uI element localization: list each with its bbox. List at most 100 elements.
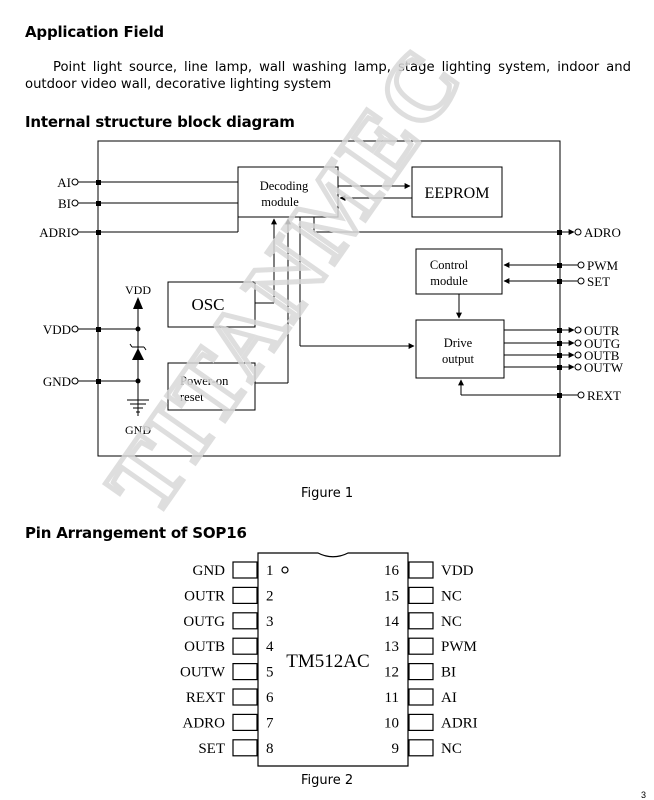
pin-bi-label: BI <box>58 196 71 211</box>
right-pin-10: 10 ADRI <box>384 713 478 732</box>
right-pin-name: ADRI <box>441 715 478 731</box>
pin-vdd-label: VDD <box>43 322 71 337</box>
left-pin-name: REXT <box>186 690 225 706</box>
left-pin-number: 3 <box>266 614 274 630</box>
control-label-2: module <box>430 274 468 288</box>
left-pin-name: OUTR <box>184 588 225 604</box>
application-field-heading: Application Field <box>25 23 164 41</box>
right-pin-name: VDD <box>441 563 474 579</box>
application-field-text: Point light source, line lamp, wall wash… <box>25 60 631 92</box>
right-pin-number: 15 <box>384 588 399 604</box>
right-pin-name: NC <box>441 588 462 604</box>
left-pin-name: GND <box>193 563 226 579</box>
pin-adro-label: ADRO <box>584 225 621 240</box>
left-pin-number: 5 <box>266 665 274 681</box>
pin-arrangement-heading: Pin Arrangement of SOP16 <box>25 524 247 542</box>
left-pin-1: GND 1 <box>193 561 274 579</box>
pin-adri-label: ADRI <box>39 225 71 240</box>
decoding-module-box <box>237 166 339 218</box>
right-pin-11: 11 AI <box>385 688 457 706</box>
pin-lead <box>232 713 258 732</box>
pin-pwm-label: PWM <box>587 258 619 273</box>
pin-lead <box>232 662 258 681</box>
pin-lead <box>408 739 434 757</box>
page-number: 3 <box>640 790 646 800</box>
pin-outb-label: OUTB <box>584 348 620 363</box>
decoding-label-2: module <box>261 195 299 209</box>
pin-lead <box>232 637 258 655</box>
figure2-caption: Figure 2 <box>301 773 354 788</box>
right-pin-9: 9 NC <box>392 739 462 757</box>
left-pin-name: SET <box>198 741 225 757</box>
right-pin-name: NC <box>441 741 462 757</box>
pin-lead <box>408 561 434 579</box>
decoding-label-1: Decoding <box>260 179 309 193</box>
pin-lead <box>408 586 434 605</box>
left-pin-name: ADRO <box>182 715 225 731</box>
left-pin-number: 8 <box>266 741 274 757</box>
right-pin-15: 15 NC <box>384 586 462 605</box>
pin-lead <box>232 586 258 605</box>
pin-ai-label: AI <box>57 175 71 190</box>
right-pin-name: PWM <box>441 639 477 655</box>
left-pin-number: 7 <box>266 715 274 731</box>
control-label-1: Control <box>430 258 469 272</box>
left-pin-name: OUTG <box>183 614 225 630</box>
right-pin-name: AI <box>441 690 457 706</box>
osc-box <box>167 281 256 328</box>
right-pin-number: 11 <box>385 690 399 706</box>
right-pin-name: NC <box>441 614 462 630</box>
drive-output-box <box>415 319 505 379</box>
drive-label-2: output <box>442 352 474 366</box>
gnd-rail-label: GND <box>125 423 151 437</box>
pin-lead <box>408 662 434 681</box>
chip-name: TM512AC <box>286 651 369 672</box>
left-pin-2: OUTR 2 <box>184 586 274 605</box>
poweron-label-2: reset <box>180 390 204 404</box>
package-outline <box>257 552 409 767</box>
pin-set-label: SET <box>587 274 610 289</box>
left-pin-name: OUTB <box>184 639 225 655</box>
left-pin-3: OUTG 3 <box>183 612 274 630</box>
eeprom-label: EEPROM <box>425 185 490 202</box>
left-pin-number: 4 <box>266 639 274 655</box>
right-pin-14: 14 NC <box>384 612 462 630</box>
pin-outw-label: OUTW <box>584 360 624 375</box>
pin-lead <box>408 612 434 630</box>
pin-lead <box>232 739 258 757</box>
right-pin-number: 12 <box>384 665 399 681</box>
pin-lead <box>232 688 258 706</box>
pin-lead <box>408 637 434 655</box>
right-pin-number: 14 <box>384 614 400 630</box>
right-pin-number: 10 <box>384 715 399 731</box>
right-pin-number: 9 <box>392 741 400 757</box>
power-on-reset-box <box>167 362 256 411</box>
right-pin-name: BI <box>441 665 456 681</box>
pin-lead <box>232 612 258 630</box>
pin-lead <box>408 688 434 706</box>
left-pin-7: ADRO 7 <box>182 713 274 732</box>
right-pin-12: 12 BI <box>384 662 456 681</box>
block-diagram: Decoding module EEPROM Control module OS… <box>39 140 624 457</box>
pin-outr-label: OUTR <box>584 323 620 338</box>
figure1-caption: Figure 1 <box>301 486 354 501</box>
poweron-label-1: Power-on <box>180 374 229 388</box>
left-pin-6: REXT 6 <box>186 688 274 706</box>
left-pin-4: OUTB 4 <box>184 637 274 655</box>
pin-gnd-label: GND <box>43 374 71 389</box>
pin-rext-label: REXT <box>587 388 621 403</box>
pin-outg-label: OUTG <box>584 336 620 351</box>
drive-label-1: Drive <box>444 336 473 350</box>
osc-label: OSC <box>191 295 224 314</box>
pin-lead <box>408 713 434 732</box>
left-pin-number: 2 <box>266 588 274 604</box>
left-pin-number: 1 <box>266 563 274 579</box>
chip-boundary <box>97 140 561 457</box>
left-pin-number: 6 <box>266 690 274 706</box>
right-pin-16: 16 VDD <box>384 561 474 579</box>
left-pin-8: SET 8 <box>198 739 274 757</box>
right-pin-number: 16 <box>384 563 400 579</box>
block-diagram-heading: Internal structure block diagram <box>25 113 295 131</box>
